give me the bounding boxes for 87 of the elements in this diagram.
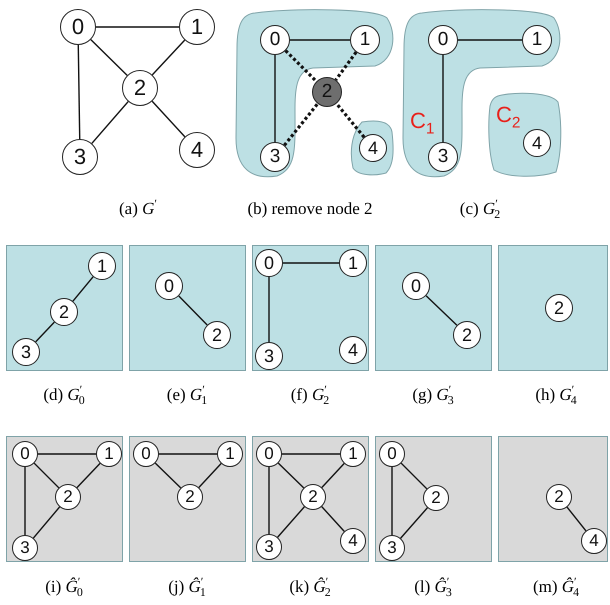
graph-edge [277,506,305,538]
subgraph-panel [6,436,123,562]
graph-vertex: 0 [256,441,282,467]
graph-vertex: 1 [88,252,116,280]
graph-edge [282,453,340,455]
removed-vertex: 2 [312,77,342,107]
graph-edge [458,39,522,41]
graph-vertex: 2 [122,70,158,106]
graph-edge [400,507,428,539]
graph-edge [400,462,428,490]
subgraph-panel [252,436,369,562]
subgraph-panel [129,436,246,562]
graph-edge [35,322,55,342]
component-label: C$_{1}$ [410,110,434,137]
graph-vertex: 2 [423,485,449,511]
removed-edge [284,49,318,83]
graph-vertex: 2 [177,484,203,510]
graph-vertex: 4 [339,336,367,364]
graph-vertex: 3 [62,139,98,175]
graph-vertex: 1 [340,441,366,467]
graph-vertex: 1 [339,249,367,277]
graph-edge [321,463,345,488]
graph-vertex: 0 [379,441,405,467]
graph-vertex: 2 [203,321,231,349]
graph-vertex: 2 [453,321,481,349]
graph-edge [72,276,94,302]
graph-edge [442,55,444,142]
removed-edge [335,102,366,138]
graph-vertex: 4 [340,528,366,554]
subgraph-panel [498,436,608,562]
subgraph-panel [375,245,492,371]
graph-edge [154,462,182,488]
subgraph-panel [498,245,608,371]
graph-edge [152,100,186,138]
graph-vertex: 0 [60,9,96,45]
graph-vertex: 0 [402,272,430,300]
graph-edge [159,453,217,455]
graph-edge [566,506,586,532]
graph-vertex: 0 [12,441,38,467]
component-label: C$_{2}$ [496,104,520,131]
graph-vertex: 1 [217,441,243,467]
graph-edge [178,296,208,326]
graph-edge [34,462,60,488]
graph-edge [278,462,304,488]
graph-vertex: 1 [179,9,215,45]
graph-edge [321,506,345,532]
graph-edge [268,277,270,342]
graph-vertex: 2 [55,484,81,510]
graph-vertex: 0 [255,249,283,277]
graph-edge [90,39,128,76]
graph-edge [283,262,339,264]
figure-caption: (b) remove node 2 [246,200,374,217]
graph-edge [274,55,276,142]
graph-vertex: 2 [545,294,573,322]
graph-edge [76,462,101,488]
graph-vertex: 3 [12,535,38,561]
graph-edge [152,40,186,76]
graph-vertex: 4 [179,132,215,168]
graph-edge [290,39,350,41]
graph-edge [91,101,129,144]
figure-caption: (a) G$^{′}$ [118,200,158,217]
graph-vertex: 2 [546,484,572,510]
graph-vertex: 4 [581,528,607,554]
graph-edge [268,467,270,534]
graph-edge [198,463,222,488]
subgraph-panel [129,245,246,371]
graph-edge [426,295,458,326]
graph-edge [24,467,26,535]
removed-edge [334,51,358,81]
graph-edge [96,26,179,28]
graph-edge [78,44,80,140]
graph-vertex: 3 [255,342,283,370]
graph-edge [32,506,60,539]
graph-vertex: 3 [12,338,40,366]
graph-vertex: 3 [379,535,405,561]
graph-vertex: 2 [300,484,326,510]
graph-edge [391,467,393,535]
subgraph-panel [6,245,123,371]
graph-vertex: 3 [256,534,282,560]
graph-vertex: 0 [133,441,159,467]
graph-vertex: 1 [96,441,122,467]
removed-edge [283,102,319,146]
graph-edge [38,453,96,455]
graph-vertex: 0 [155,272,183,300]
graph-vertex: 2 [50,298,78,326]
subgraph-panel [252,245,369,371]
subgraph-panel [375,436,492,562]
